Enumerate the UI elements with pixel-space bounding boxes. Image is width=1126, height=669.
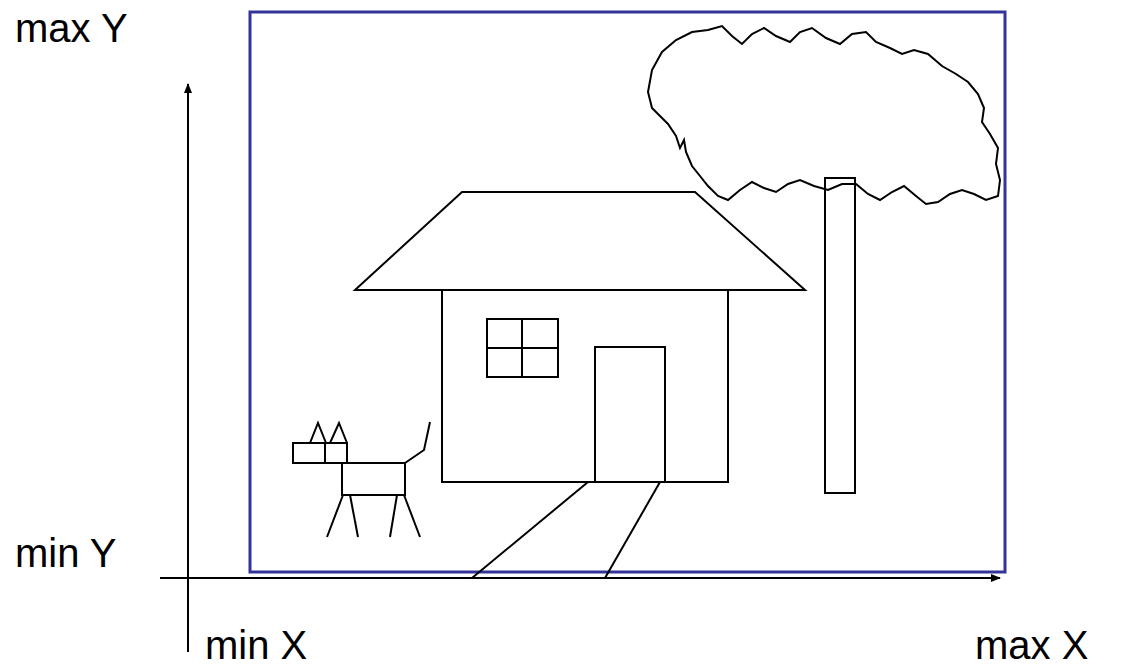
house-door	[595, 347, 665, 482]
axis-label: max Y	[15, 8, 128, 48]
tree-trunk	[825, 178, 855, 493]
walkway-edge	[472, 482, 588, 578]
x-axis	[160, 577, 1000, 579]
dog-leg	[350, 495, 358, 537]
house-body	[442, 290, 728, 482]
house-window	[487, 319, 558, 377]
walkway-edge	[605, 482, 660, 578]
dog-ear	[310, 423, 326, 443]
drawing	[293, 26, 1000, 578]
window-transom	[487, 347, 558, 349]
dog-leg	[327, 495, 343, 537]
dog-body	[342, 463, 405, 495]
dog-head-split	[324, 443, 326, 463]
axis-label: max X	[975, 625, 1088, 665]
dog-leg	[404, 495, 420, 537]
axis-label: min X	[205, 625, 307, 665]
dog-leg	[390, 495, 397, 537]
house-roof	[355, 192, 805, 290]
dog-tail	[405, 422, 430, 463]
axis-label: min Y	[15, 533, 117, 573]
y-axis	[187, 84, 189, 652]
dog-ear	[330, 423, 347, 443]
frame-rect	[250, 12, 1005, 572]
dog-head	[293, 443, 347, 463]
